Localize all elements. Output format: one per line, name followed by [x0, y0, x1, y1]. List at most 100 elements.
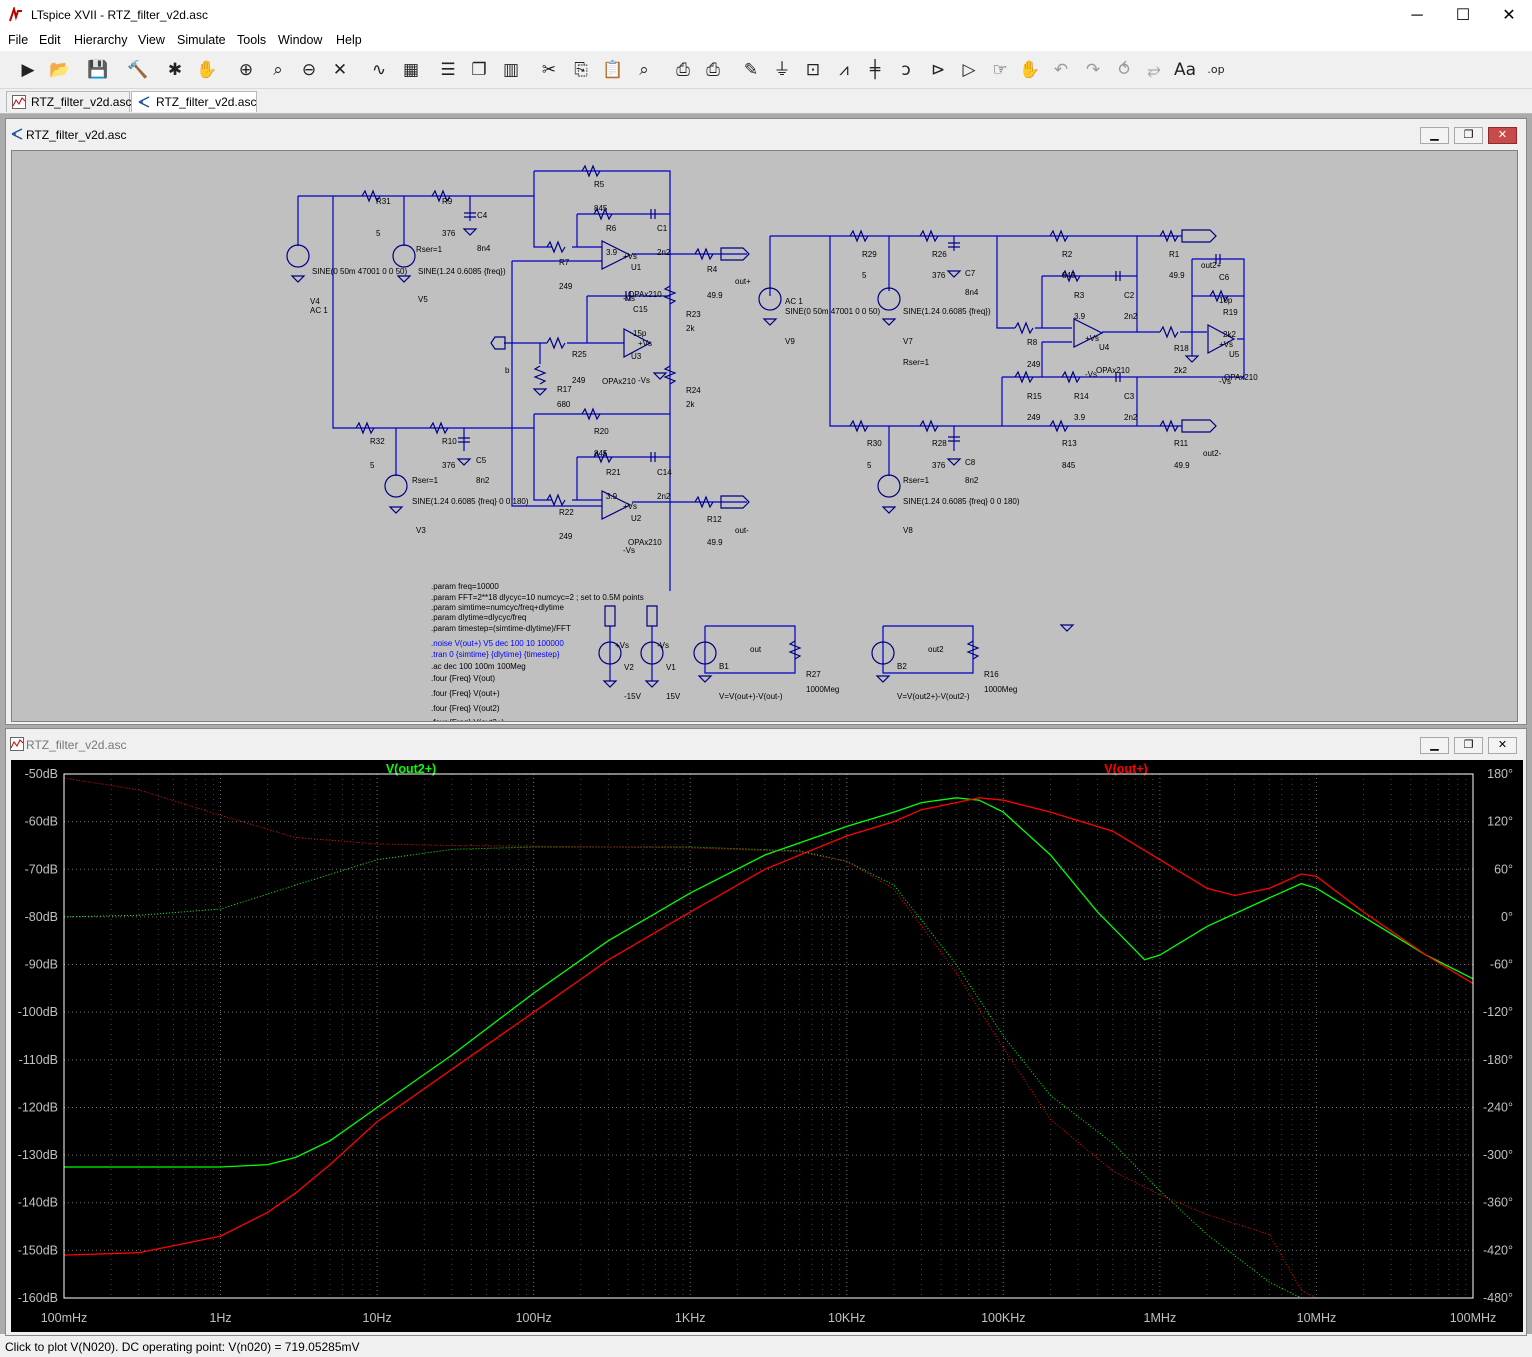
schematic-label[interactable]: R19 — [1223, 308, 1238, 317]
schematic-label[interactable]: 49.9 — [1169, 271, 1185, 280]
ground-icon[interactable]: ⏚ — [773, 60, 791, 80]
tile-vertical-icon[interactable]: ▥ — [502, 60, 520, 80]
schematic-label[interactable]: out — [750, 645, 762, 654]
schematic-label[interactable]: OPAx210 — [1096, 366, 1130, 375]
schematic-label[interactable]: OPAx210 — [628, 290, 662, 299]
schematic-label[interactable]: AC 1 — [785, 297, 803, 306]
schematic-label[interactable]: Rser=1 — [416, 245, 443, 254]
grid-icon[interactable]: ▦ — [402, 60, 420, 80]
autorange-icon[interactable]: ∿ — [371, 60, 387, 80]
spice-directive[interactable]: .four {Freq} V(out2+) — [431, 718, 504, 727]
child-restore-button[interactable]: ❐ — [1454, 127, 1483, 144]
schematic-label[interactable]: 1000Meg — [984, 685, 1017, 694]
pan-hand-icon[interactable]: ✋ — [196, 60, 218, 80]
schematic-label[interactable]: R26 — [932, 250, 947, 259]
schematic-label[interactable]: V5 — [418, 295, 428, 304]
close-button[interactable]: ✕ — [1502, 7, 1516, 24]
schematic-label[interactable]: -Vs — [623, 546, 635, 555]
schematic-label[interactable]: C3 — [1124, 392, 1135, 401]
menu-file[interactable]: File — [8, 33, 29, 47]
schematic-label[interactable]: SINE(0 50m 47001 0 0 50) — [785, 307, 881, 316]
schematic-label[interactable]: V3 — [416, 526, 426, 535]
menu-help[interactable]: Help — [336, 33, 362, 47]
menu-edit[interactable]: Edit — [39, 33, 61, 47]
schematic-label[interactable]: R7 — [559, 258, 570, 267]
schematic-label[interactable]: R15 — [1027, 392, 1042, 401]
schematic-label[interactable]: U3 — [631, 352, 642, 361]
schematic-label[interactable]: OPAx210 — [1224, 373, 1258, 382]
spice-directive[interactable]: .four {Freq} V(out+) — [431, 689, 500, 698]
schematic-label[interactable]: SINE(1.24 0.6085 {freq}) — [903, 307, 991, 316]
schematic-label[interactable]: C15 — [633, 305, 648, 314]
spice-directive[interactable]: .four {Freq} V(out) — [431, 674, 495, 683]
schematic-label[interactable]: V=V(out+)-V(out-) — [719, 692, 783, 701]
redo-icon[interactable]: ↷ — [1085, 60, 1101, 80]
rotate-icon[interactable]: ⥀ — [1118, 60, 1130, 80]
schematic-label[interactable]: R25 — [572, 350, 587, 359]
schematic-label[interactable]: C7 — [965, 269, 976, 278]
schematic-label[interactable]: C14 — [657, 468, 672, 477]
zoom-cancel-icon[interactable]: ✕ — [332, 60, 348, 80]
schematic-label[interactable]: 2k2 — [1174, 366, 1187, 375]
schematic-label[interactable]: -Vs — [638, 376, 650, 385]
schematic-label[interactable]: R9 — [442, 197, 453, 206]
schematic-label[interactable]: 5 — [370, 461, 375, 470]
schematic-label[interactable]: 8n4 — [965, 288, 979, 297]
schematic-drawing[interactable]: R315R9376C48n4Rser=1R5845R63.9C12n2R7249… — [12, 151, 1517, 742]
spice-directive-icon[interactable]: .op — [1207, 63, 1225, 76]
spice-directive[interactable]: .noise V(out+) V5 dec 100 10 100000 — [431, 639, 564, 648]
schematic-label[interactable]: 2k — [686, 324, 695, 333]
schematic-label[interactable]: 2n2 — [1124, 413, 1138, 422]
schematic-label[interactable]: 249 — [559, 282, 573, 291]
halt-icon[interactable]: ✱ — [167, 60, 183, 80]
schematic-label[interactable]: R16 — [984, 670, 999, 679]
schematic-label[interactable]: 8n2 — [965, 476, 979, 485]
schematic-label[interactable]: U2 — [631, 514, 642, 523]
diode-icon[interactable]: ⊳ — [930, 60, 946, 80]
schematic-label[interactable]: 376 — [932, 271, 946, 280]
schematic-label[interactable]: V9 — [785, 337, 795, 346]
schematic-label[interactable]: 249 — [1027, 360, 1041, 369]
schematic-label[interactable]: -Vs — [623, 294, 635, 303]
schematic-label[interactable]: 15p — [633, 329, 647, 338]
schematic-label[interactable]: R14 — [1074, 392, 1089, 401]
spice-directive[interactable]: .param freq=10000 — [431, 582, 499, 591]
schematic-label[interactable]: 49.9 — [707, 291, 723, 300]
schematic-label[interactable]: +Vs — [623, 252, 637, 261]
schematic-label[interactable]: R2 — [1062, 250, 1073, 259]
schematic-label[interactable]: R5 — [594, 180, 605, 189]
schematic-label[interactable]: V4 — [310, 297, 320, 306]
menu-hierarchy[interactable]: Hierarchy — [74, 33, 128, 47]
schematic-label[interactable]: SINE(1.24 0.6085 {freq} 0 0 180) — [412, 497, 529, 506]
schematic-label[interactable]: R23 — [686, 310, 701, 319]
schematic-label[interactable]: U4 — [1099, 343, 1110, 352]
schematic-label[interactable]: C5 — [476, 456, 487, 465]
schematic-label[interactable]: 49.9 — [707, 538, 723, 547]
label-net-icon[interactable]: ⊡ — [805, 60, 821, 80]
schematic-label[interactable]: 376 — [442, 461, 456, 470]
spice-directive[interactable]: .param simtime=numcyc/freq+dlytime — [431, 603, 564, 612]
schematic-label[interactable]: R18 — [1174, 344, 1189, 353]
run-icon[interactable]: ▶ — [21, 60, 35, 80]
schematic-label[interactable]: U5 — [1229, 350, 1240, 359]
schematic-label[interactable]: 680 — [557, 400, 571, 409]
schematic-label[interactable]: Rser=1 — [903, 476, 930, 485]
drag-icon[interactable]: ✋ — [1019, 60, 1041, 80]
schematic-label[interactable]: R27 — [806, 670, 821, 679]
inductor-icon[interactable]: ↄ — [901, 60, 911, 80]
print-icon[interactable]: ⎙ — [676, 60, 690, 80]
schematic-label[interactable]: B2 — [897, 662, 907, 671]
tile-horizontal-icon[interactable]: ☰ — [440, 60, 456, 80]
schematic-label[interactable]: B1 — [719, 662, 729, 671]
schematic-label[interactable]: 2n2 — [657, 492, 671, 501]
schematic-label[interactable]: R10 — [442, 437, 457, 446]
schematic-label[interactable]: 5 — [862, 271, 867, 280]
zoom-in-icon[interactable]: ⊕ — [238, 60, 254, 80]
menu-window[interactable]: Window — [278, 33, 323, 47]
spice-directive[interactable]: .tran 0 {simtime} {dlytime} {timestep} — [431, 650, 560, 659]
schematic-label[interactable]: 2n2 — [657, 248, 671, 257]
schematic-label[interactable]: R11 — [1174, 439, 1189, 448]
minimize-button[interactable]: ─ — [1411, 7, 1423, 24]
schematic-label[interactable]: C8 — [965, 458, 976, 467]
